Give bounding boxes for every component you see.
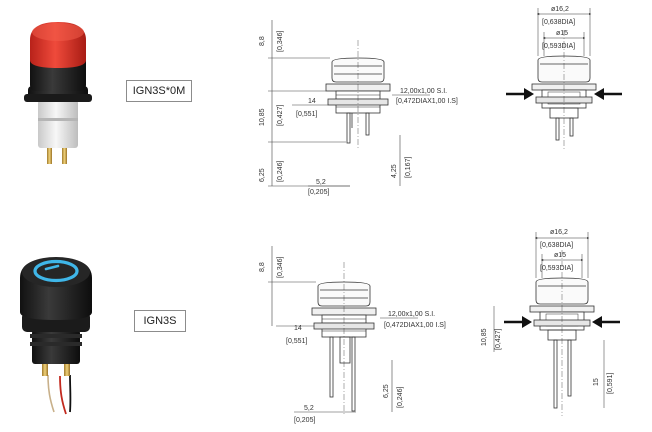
dim-dia-outer-2: ø16,2 bbox=[550, 229, 568, 236]
dim-thread-2: 12,00x1,00 S.I. bbox=[388, 311, 435, 318]
dim-height-pin-in-2: [0,591] bbox=[607, 373, 614, 394]
technical-drawing-side-view-row1 bbox=[325, 40, 391, 150]
pointer-arrows-row1 bbox=[506, 88, 622, 100]
dim-pin-spacing-in: [0,205] bbox=[308, 189, 329, 196]
dim-dia-inner-in: [0,593DIA] bbox=[542, 43, 575, 50]
pointer-arrows-row2 bbox=[504, 316, 620, 328]
technical-drawing-front-view-row1 bbox=[531, 8, 597, 150]
dim-width-14: 14 bbox=[308, 98, 316, 105]
dim-height-pin: 6,25 bbox=[259, 168, 266, 182]
dim-pin-spacing-2: 5,2 bbox=[304, 405, 314, 412]
dim-height-body-in: [0,427] bbox=[277, 105, 284, 126]
dim-dia-inner-2: ø15 bbox=[554, 252, 566, 259]
dimension-labels-row2: 8,8 [0,346] 14 [0,551] 12,00x1,00 S.I. [… bbox=[259, 229, 614, 424]
dim-pin-right-2: 6,25 bbox=[383, 384, 390, 398]
dim-pin-spacing-in-2: [0,205] bbox=[294, 417, 315, 424]
dimension-lines-row2 bbox=[268, 246, 418, 413]
product-photo-illuminated-switch bbox=[20, 257, 92, 415]
dimension-labels-row1: 8,8 [0,346] 10,85 [0,427] 6,25 [0,246] 4… bbox=[259, 6, 575, 196]
dim-dia-inner: ø15 bbox=[556, 30, 568, 37]
dim-dia-outer: ø16,2 bbox=[551, 6, 569, 13]
dimension-lines-row1 bbox=[268, 20, 430, 187]
dim-height-top-in-2: [0,346] bbox=[277, 257, 284, 278]
dim-pin-right: 4,25 bbox=[391, 164, 398, 178]
dim-height-body-2: 10,85 bbox=[481, 328, 488, 346]
product-photo-red-switch bbox=[24, 22, 92, 164]
dim-height-top-2: 8,8 bbox=[259, 262, 266, 272]
technical-drawing-front-view-row2 bbox=[493, 232, 605, 416]
dim-width-14-2: 14 bbox=[294, 325, 302, 332]
dim-dia-outer-in-2: [0,638DIA] bbox=[540, 242, 573, 249]
dim-height-pin-2: 15 bbox=[593, 378, 600, 386]
dim-height-body: 10,85 bbox=[259, 108, 266, 126]
model-label-ign3s: IGN3S bbox=[134, 310, 186, 332]
dim-dia-outer-in: [0,638DIA] bbox=[542, 19, 575, 26]
dim-pin-right-in: [0,167] bbox=[405, 157, 412, 178]
dim-width-14-in: [0,551] bbox=[296, 111, 317, 118]
dim-thread-in-2: [0,472DIAX1,00 I.S] bbox=[384, 322, 446, 329]
technical-drawing-side-view-row2 bbox=[311, 262, 377, 416]
dim-height-body-in-2: [0,427] bbox=[495, 329, 502, 350]
model-label-ign3s-0m: IGN3S*0M bbox=[126, 80, 192, 102]
dim-height-pin-in: [0,246] bbox=[277, 161, 284, 182]
dim-thread: 12,00x1,00 S.I. bbox=[400, 88, 447, 95]
dim-thread-in: [0,472DIAX1,00 I.S] bbox=[396, 98, 458, 105]
dim-pin-right-in-2: [0,246] bbox=[397, 387, 404, 408]
dim-dia-inner-in-2: [0,593DIA] bbox=[540, 265, 573, 272]
dim-pin-spacing: 5,2 bbox=[316, 179, 326, 186]
dim-height-top: 8,8 bbox=[259, 36, 266, 46]
dim-width-14-in-2: [0,551] bbox=[286, 338, 307, 345]
dim-height-top-in: [0,346] bbox=[277, 31, 284, 52]
